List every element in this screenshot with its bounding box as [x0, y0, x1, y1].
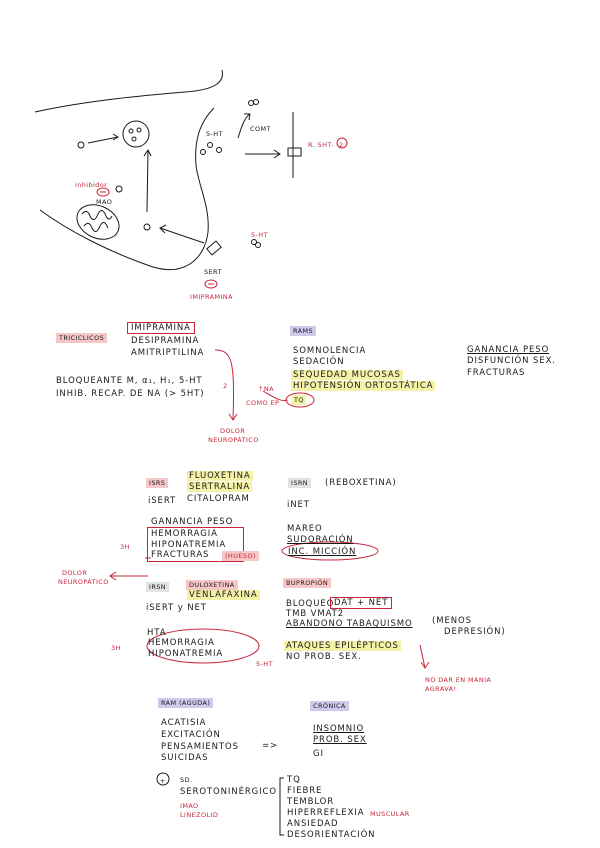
ram-aguda-pensamientos: PENSAMIENTOS — [161, 742, 239, 752]
cronica-insomnio: INSOMNIO — [313, 724, 364, 734]
isrs-effect-hiponatremia: HIPONATREMIA — [151, 540, 226, 550]
serotoninergico-desorientacion: DESORIENTACIÓN — [287, 830, 375, 840]
isrs-title: ISRS — [146, 478, 168, 488]
isrn-effect-miccion: INC. MICCIÓN — [288, 547, 356, 557]
mao-label: MAO — [96, 197, 112, 207]
tca-neuropatico: NEUROPÁTICO — [208, 435, 259, 445]
imipramina-label: IMIPRAMINA — [190, 292, 233, 302]
isrn-title: ISRN — [288, 478, 311, 488]
vesicle — [123, 121, 149, 147]
rams-como-ep: COMO EP — [246, 398, 279, 408]
triciclicos-title: TRICICLICOS — [56, 333, 107, 343]
receptor-number: 2 — [339, 140, 344, 150]
isrn-effect-sudoracion: SUDORACIÓN — [287, 535, 354, 545]
tca-bloqueante-sub: 2 — [223, 381, 228, 391]
isrs-effect-fracturas: FRACTURAS — [151, 550, 209, 560]
isrs-effect-ganancia: GANANCIA PESO — [151, 517, 233, 527]
serotoninergico-linezolid: LINEZOLID — [180, 810, 218, 820]
serotoninergico-plus: + — [160, 776, 166, 786]
isrs-drug-fluoxetina: FLUOXETINA — [187, 471, 253, 481]
bupropion-tmb: TMB VMAT2 — [286, 609, 344, 619]
tca-drug-amitriptilina: AMITRIPTILINA — [131, 348, 204, 358]
sht-label-right: 5-HT — [251, 230, 268, 240]
serotoninergico-ansiedad: ANSIEDAD — [287, 819, 338, 829]
tca-bloqueante: BLOQUEANTE M, α₁, H₁, 5-HT — [56, 376, 203, 386]
comt-label: COMT — [250, 124, 271, 134]
irsn-mech: iSERT y NET — [146, 603, 207, 613]
rams-item-tq: TQ — [292, 395, 306, 405]
rams-title: RAMS — [290, 326, 316, 336]
receptor-label: R. 5HT- — [308, 140, 334, 150]
isrn-paren: (REBOXETINA) — [325, 478, 397, 488]
bupropion-no-prob: NO PROB. SEX. — [286, 652, 362, 662]
bupropion-title: BUPROPIÓN — [283, 578, 331, 588]
irsn-title: IRSN — [146, 582, 169, 592]
isrs-drug-citalopram: CITALOPRAM — [187, 494, 250, 504]
cronica-gi: GI — [313, 749, 324, 759]
isrs-drug-sertralina: SERTRALINA — [187, 482, 252, 492]
sht-label-left: 5-HT — [206, 129, 223, 139]
inhibitor-label: inhibidor — [75, 180, 107, 190]
ram-aguda-suicidas: SUICIDAS — [161, 753, 208, 763]
ram-aguda-arrow: => — [262, 741, 278, 751]
isrs-hueso: (HUESO) — [222, 551, 259, 561]
cronica-title: CRÓNICA — [310, 701, 349, 711]
presynaptic-membrane-lower — [40, 108, 214, 270]
rams-item-sequedad: SEQUEDAD MUCOSAS — [291, 370, 403, 380]
bupropion-abandono: ABANDONO TABAQUISMO — [286, 619, 413, 629]
serotoninergico-title: SEROTONINÉRGICO — [180, 787, 277, 797]
irsn-effect-hemorragia: HEMORRAGIA — [148, 638, 215, 648]
irsn-3h: 3H — [111, 643, 121, 653]
ram-aguda-acatisia: ACATISIA — [161, 718, 206, 728]
irsn-neuropatico: NEUROPÁTICO — [58, 577, 109, 587]
isrs-mech: iSERT — [148, 496, 176, 506]
isrs-3h: 3H — [120, 542, 130, 552]
rams-na-label: ↑NA — [258, 384, 274, 394]
bupropion-ataques: ATAQUES EPILÉPTICOS — [284, 641, 401, 651]
ram-aguda-title: RAM (AGUDA) — [158, 698, 213, 708]
irsn-effect-hta: HTA — [147, 628, 166, 638]
ram-aguda-excitacion: EXCITACIÓN — [161, 730, 221, 740]
tca-drug-desipramina: DESIPRAMINA — [131, 336, 199, 346]
rams-item-somnolencia: SOMNOLENCIA — [293, 346, 366, 356]
isrn-mech: iNET — [287, 500, 310, 510]
rams-right-ganancia: GANANCIA PESO — [467, 345, 549, 355]
bupropion-depresion: DEPRESIÓN) — [444, 627, 506, 637]
bupropion-bloqueo: BLOQUEO — [286, 599, 334, 609]
serotoninergico-hiperreflexia: HIPERREFLEXIA — [287, 808, 364, 818]
rams-right-disfuncion: DISFUNCIÓN SEX. — [467, 356, 556, 366]
presynaptic-membrane — [35, 70, 223, 112]
serotoninergico-temblor: TEMBLOR — [287, 797, 334, 807]
serotoninergico-tq: TQ — [287, 775, 301, 785]
rams-item-hipotension: HIPOTENSIÓN ORTOSTÁTICA — [291, 381, 435, 391]
bupropion-dat-net: DAT + NET — [330, 597, 392, 609]
bupropion-menos: (MENOS — [432, 616, 472, 626]
sert-label: SERT — [204, 267, 222, 277]
irsn-sht: 5-HT — [256, 659, 273, 669]
bupropion-note-agrava: AGRAVA! — [425, 684, 457, 694]
tca-drug-imipramina: IMIPRAMINA — [127, 322, 195, 334]
rams-item-sedacion: SEDACIÓN — [293, 357, 345, 367]
rams-right-fracturas: FRACTURAS — [467, 368, 525, 378]
irsn-drug-venlafaxina: VENLAFAXINA — [187, 590, 260, 600]
cronica-prob-sex: PROB. SEX — [313, 735, 367, 745]
serotoninergico-fiebre: FIEBRE — [287, 786, 322, 796]
isrn-effect-mareo: MAREO — [287, 524, 323, 534]
serotoninergico-sd: SD. — [180, 775, 192, 785]
isrs-effect-hemorragia: HEMORRAGIA — [151, 529, 218, 539]
sert-transporter — [207, 241, 221, 255]
irsn-effect-hiponatremia: HIPONATREMIA — [148, 649, 223, 659]
tca-inhib: INHIB. RECAP. DE NA (> 5HT) — [56, 389, 204, 399]
serotoninergico-muscular: MUSCULAR — [370, 809, 410, 819]
irsn-drug-duloxetina: DULOXETINA — [186, 580, 238, 590]
